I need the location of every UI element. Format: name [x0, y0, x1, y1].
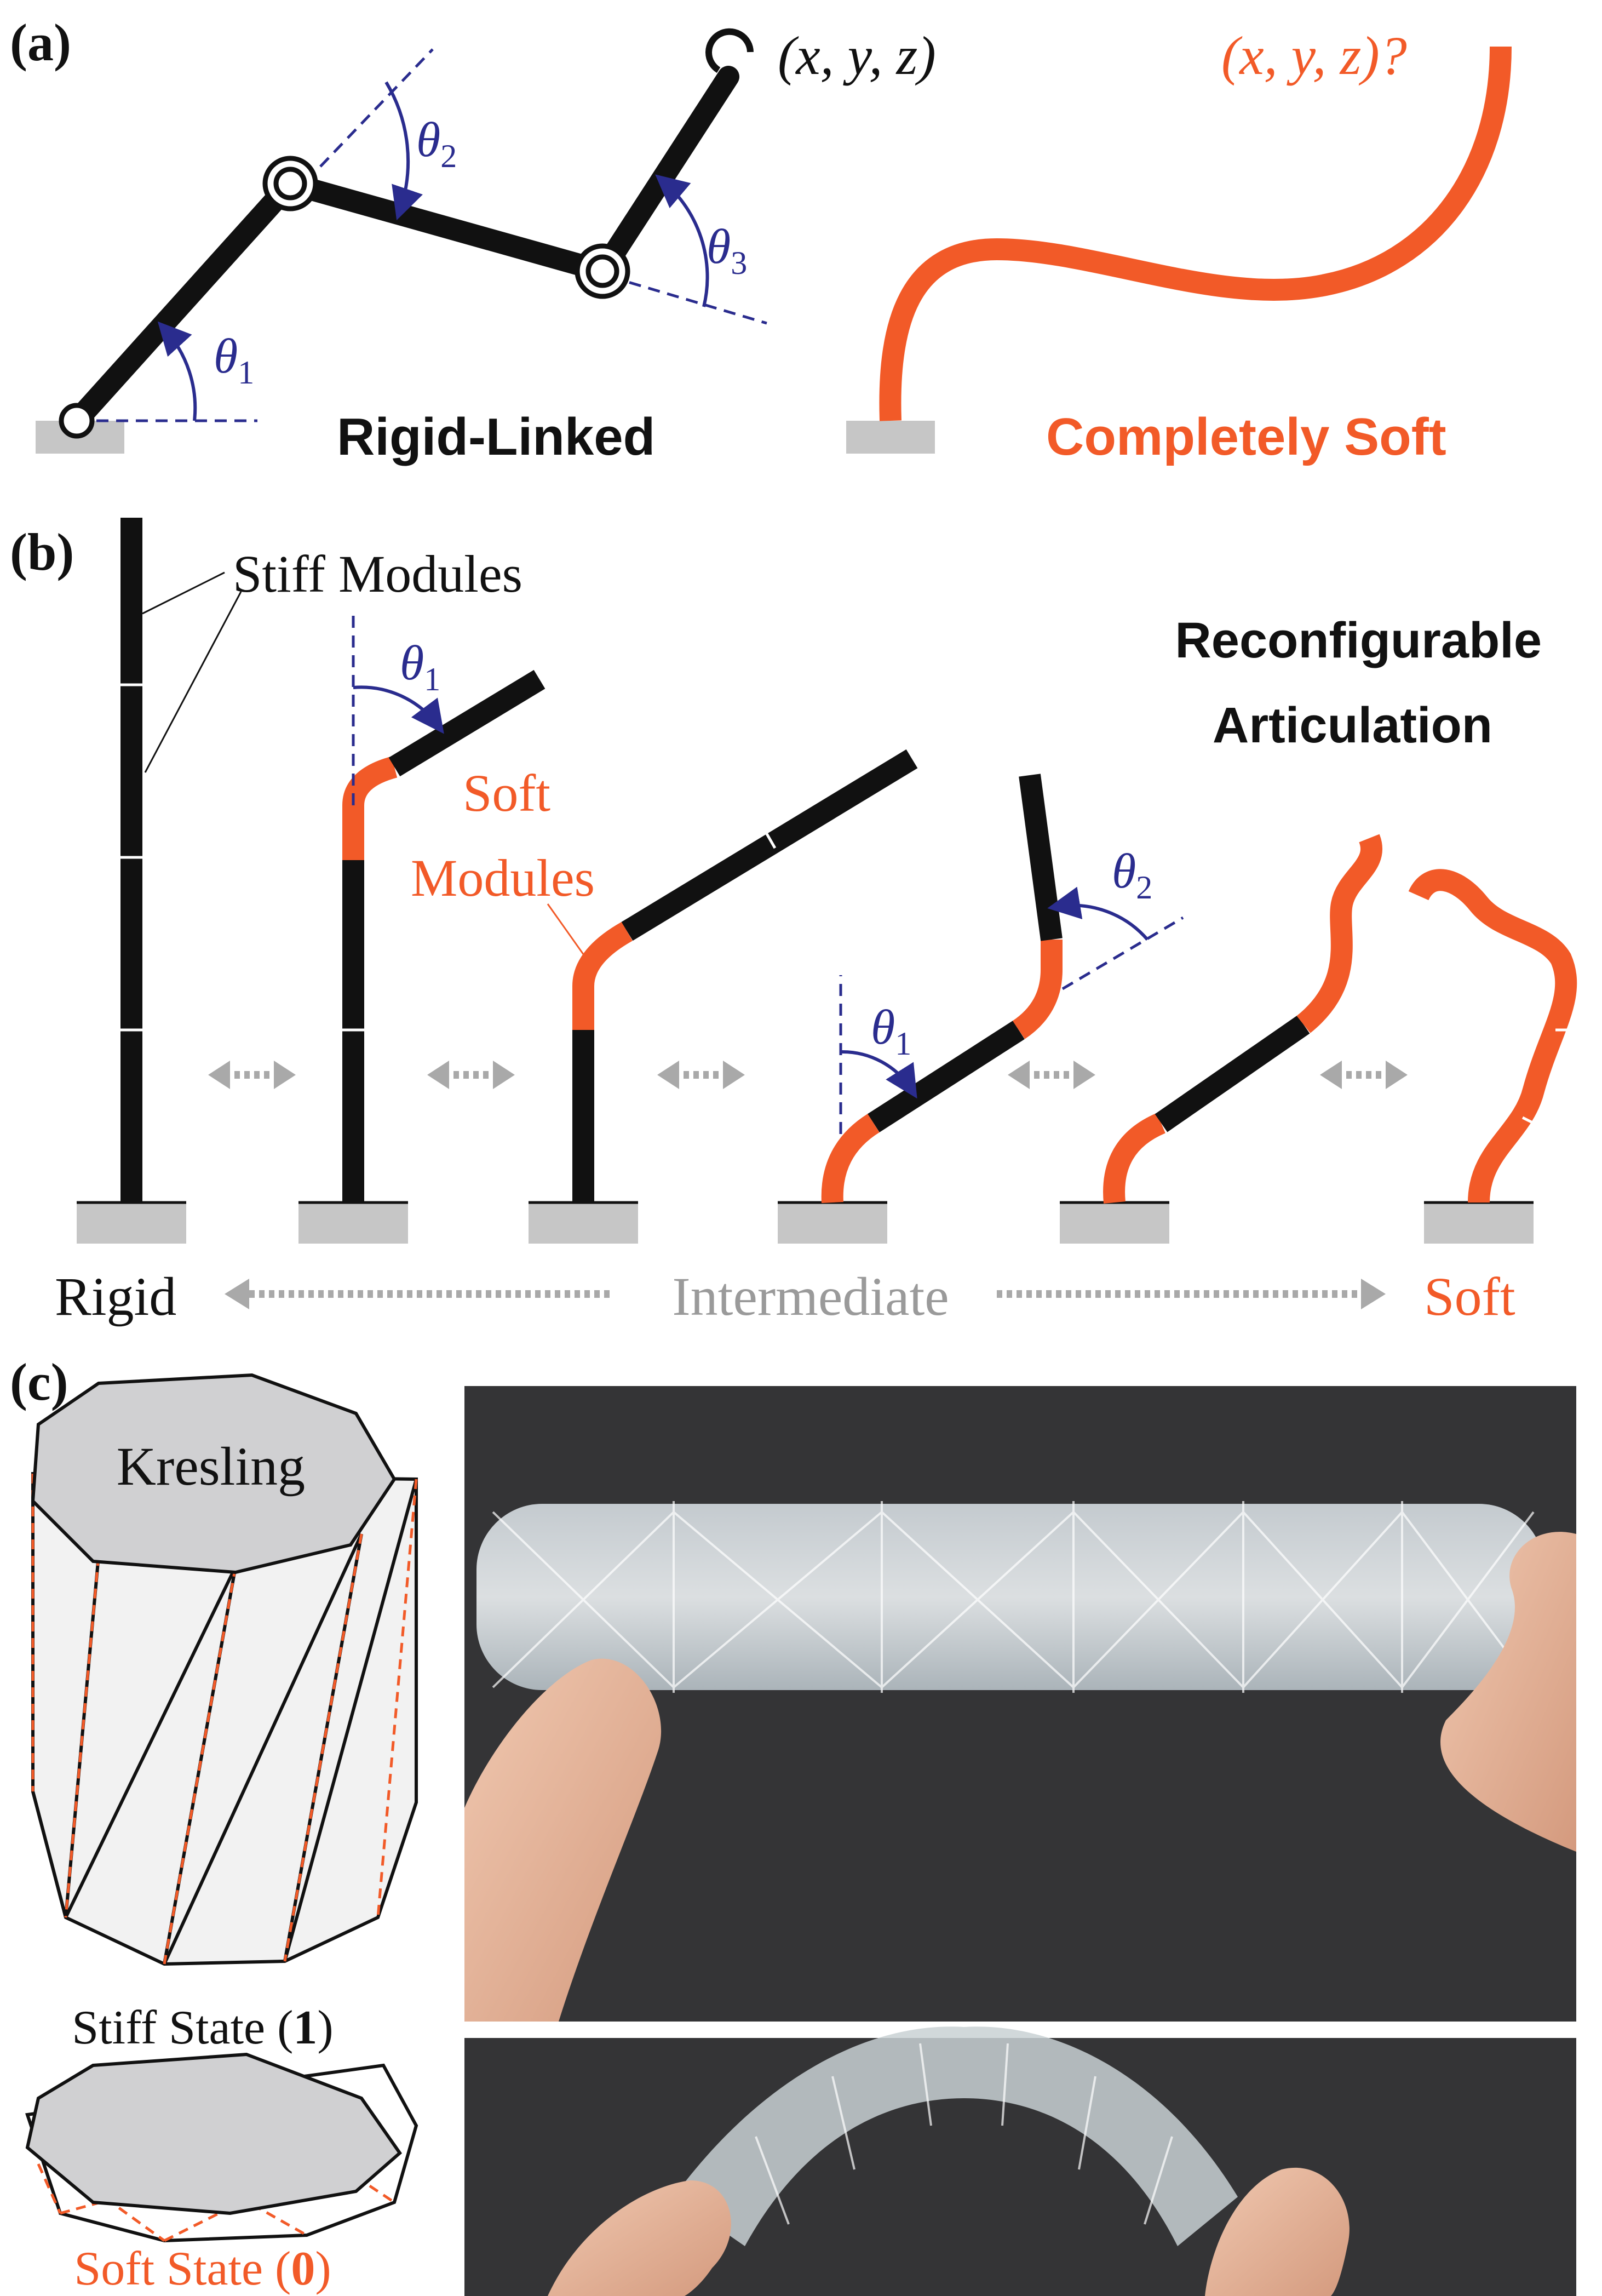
rigid-link-2 [279, 173, 613, 282]
theta3-label: θ3 [707, 220, 747, 281]
joint-2-icon [262, 156, 318, 211]
soft-state-label: Soft State (0) [74, 2242, 331, 2295]
completely-soft-title: Completely Soft [1046, 408, 1446, 466]
rigid-linked-arm: θ1 θ2 θ3 (x, y, z) Rigid-Linked [36, 25, 936, 466]
theta2-reference-line [306, 48, 434, 182]
rigid-link-1 [66, 173, 301, 432]
kresling-soft-module [25, 2052, 418, 2243]
completely-soft-arm: (x, y, z)? Completely Soft [846, 25, 1512, 466]
panel-c: (c) Kresling Stiff State (1) [10, 1353, 1576, 2296]
dotted-double-arrow-icon [208, 1061, 1408, 1089]
stiff-modules-label: Stiff Modules [233, 545, 522, 603]
config-5 [1060, 834, 1382, 1244]
panel-a-label: (a) [10, 13, 71, 72]
gripper-icon [705, 28, 754, 73]
panel-b: (b) Stiff Modules θ1 Soft Modules [10, 518, 1577, 1327]
scale-soft-label: Soft [1424, 1266, 1515, 1327]
soft-modules-label-line2: Modules [411, 849, 595, 907]
panel-a: (a) θ1 θ2 [10, 13, 1512, 466]
theta1-label: θ1 [214, 329, 254, 391]
photo-straight-kresling-tube [464, 1386, 1576, 2022]
rigid-linked-title: Rigid-Linked [337, 408, 655, 466]
photo1-right-hand [1440, 1532, 1576, 1852]
joint-3-icon [575, 243, 630, 299]
theta2-label: θ2 [416, 113, 457, 174]
panel-c-label: (c) [10, 1353, 68, 1411]
config-1-rigid: Stiff Modules [77, 518, 522, 1244]
kresling-label: Kresling [117, 1436, 305, 1497]
config-6-soft [1408, 869, 1577, 1244]
photo2-right-hand [1205, 2167, 1350, 2296]
panel-b-label: (b) [10, 523, 74, 581]
photo-arched-kresling-tube [464, 2026, 1576, 2296]
config-2: θ1 Soft Modules [298, 614, 595, 1244]
soft-endpoint-label: (x, y, z)? [1221, 25, 1407, 86]
theta1-arc [157, 321, 197, 421]
config-4: θ1 θ2 [778, 774, 1184, 1244]
scale-rigid-label: Rigid [55, 1266, 176, 1327]
soft-arm-ground [846, 421, 935, 454]
rigid-link-3 [592, 66, 739, 282]
theta2-arc [384, 81, 423, 221]
soft-continuum-body [879, 46, 1512, 421]
config-3 [529, 749, 918, 1244]
base-joint-icon [59, 403, 95, 439]
b-theta2-label: θ2 [1112, 844, 1152, 906]
stiff-state-label: Stiff State (1) [72, 2001, 333, 2054]
soft-modules-label-line1: Soft [463, 764, 550, 822]
photo2-left-hand [548, 2180, 731, 2296]
photo1-left-hand [464, 1658, 662, 2022]
rigid-endpoint-label: (x, y, z) [778, 25, 936, 86]
reconfigurable-title-line2: Articulation [1213, 697, 1492, 753]
b-theta1b-label: θ1 [871, 1000, 911, 1062]
scale-intermediate-label: Intermediate [672, 1266, 949, 1327]
b-theta1-label: θ1 [400, 636, 440, 697]
theta3-arc [655, 174, 709, 307]
rigidity-scale: Rigid Intermediate Soft [55, 1266, 1515, 1327]
kresling-stiff-module: Kresling [31, 1373, 418, 1966]
reconfigurable-title-line1: Reconfigurable [1175, 612, 1542, 668]
